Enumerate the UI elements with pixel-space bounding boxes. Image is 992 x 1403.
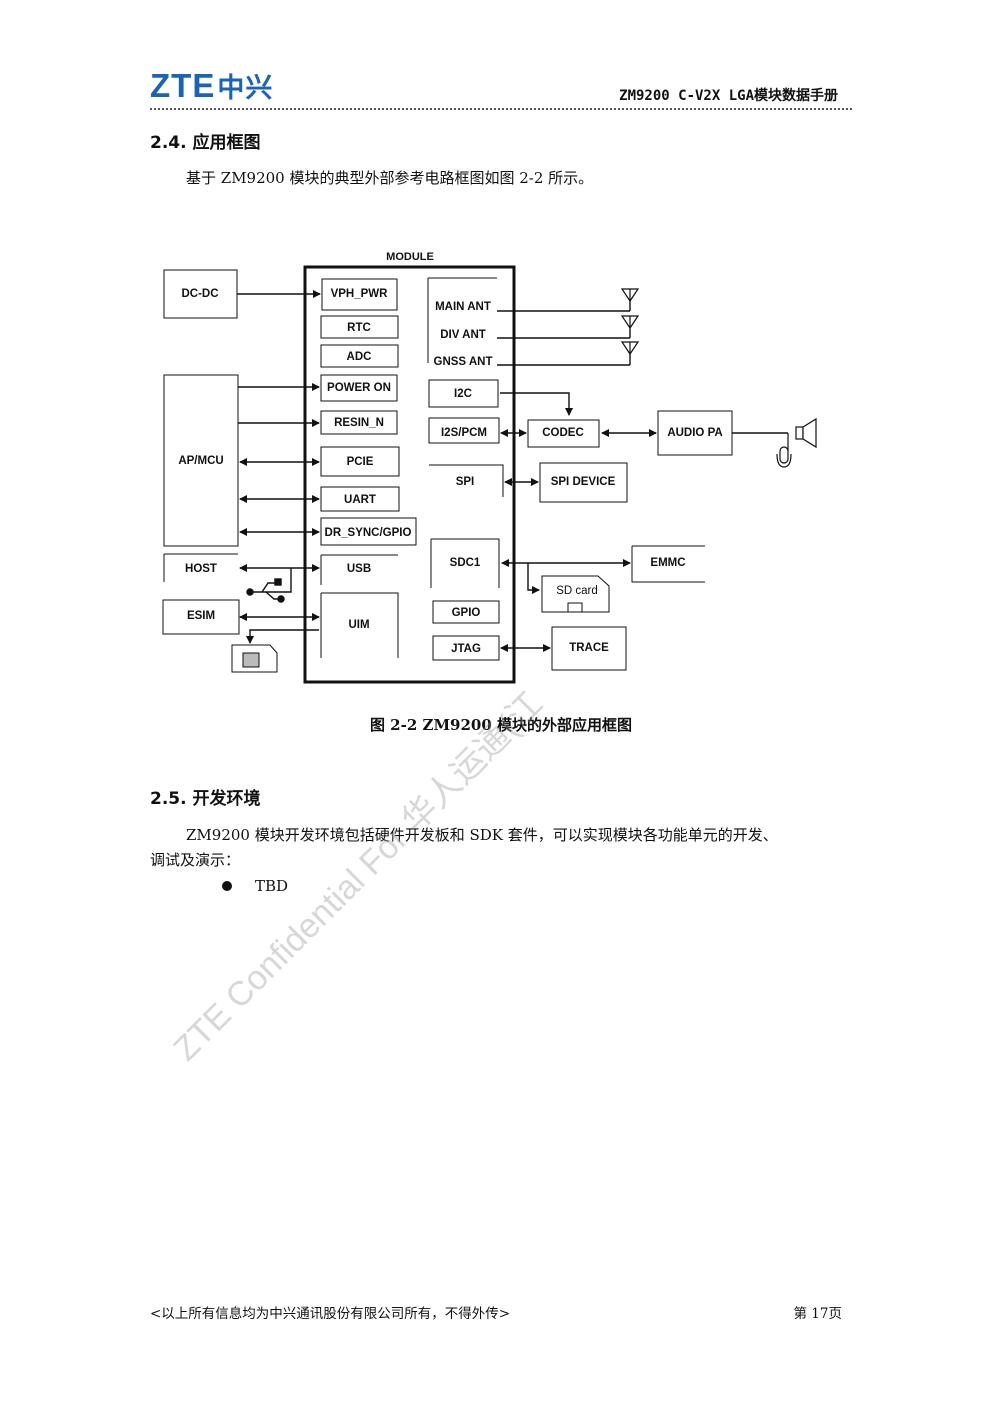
- page-number: 第 17页: [793, 1306, 842, 1322]
- section-2-5-para-line1: ZM9200 模块开发环境包括硬件开发板和 SDK 套件，可以实现模块各功能单元…: [186, 826, 778, 844]
- uim-label: UIM: [348, 619, 369, 631]
- audio-pa-label: AUDIO PA: [667, 427, 722, 439]
- confidential-watermark: ZTE Confidential For 华人运通(江: [166, 684, 550, 1069]
- antenna-icons: [620, 288, 640, 356]
- vph-pwr-label: VPH_PWR: [331, 288, 389, 300]
- spi-device-block: [539, 462, 628, 503]
- header-divider: [150, 108, 852, 110]
- sim-card-icon: [231, 644, 278, 673]
- document-title: ZM9200 C-V2X LGA模块数据手册: [619, 88, 838, 104]
- logo-text: ZTE: [150, 67, 216, 104]
- apmcu-block: [163, 374, 239, 547]
- i2c-label: I2C: [454, 388, 472, 400]
- esim-label: ESIM: [187, 610, 215, 622]
- section-2-5-para-line2: 调试及演示：: [150, 851, 241, 869]
- dr-sync-gpio-label: DR_SYNC/GPIO: [325, 527, 412, 539]
- emmc-label: EMMC: [650, 557, 685, 569]
- footer-notice: <以上所有信息均为中兴通讯股份有限公司所有，不得外传>: [150, 1306, 511, 1322]
- section-heading-2-4: 2.4. 应用框图: [150, 133, 261, 153]
- host-block: [163, 553, 238, 582]
- adc-label: ADC: [347, 351, 372, 363]
- main-ant-label: MAIN ANT: [435, 301, 491, 313]
- speaker-icon: [795, 426, 804, 440]
- power-on-label: POWER ON: [327, 382, 391, 394]
- spi-label: SPI: [456, 476, 475, 488]
- section-heading-2-5: 2.5. 开发环境: [150, 789, 261, 809]
- resin-n-label: RESIN_N: [334, 417, 384, 429]
- i2s-pcm-label: I2S/PCM: [441, 427, 487, 439]
- bullet-icon: [222, 881, 232, 891]
- module-label: MODULE: [386, 251, 434, 263]
- sd-card-label: SD card: [556, 585, 598, 597]
- usb-label: USB: [347, 563, 371, 575]
- apmcu-label: AP/MCU: [178, 455, 223, 467]
- trace-block: [551, 626, 627, 671]
- div-ant-label: DIV ANT: [440, 329, 486, 341]
- gpio-label: GPIO: [452, 607, 481, 619]
- host-label: HOST: [185, 563, 217, 575]
- rtc-label: RTC: [347, 322, 371, 334]
- trace-label: TRACE: [569, 642, 609, 654]
- zte-logo: ZTE中兴: [150, 68, 273, 107]
- jtag-label: JTAG: [451, 643, 481, 655]
- section-2-4-intro: 基于 ZM9200 模块的典型外部参考电路框图如图 2-2 所示。: [186, 169, 594, 187]
- logo-cn-text: 中兴: [217, 73, 274, 104]
- bullet-item: TBD: [255, 877, 289, 895]
- uart-label: UART: [344, 494, 376, 506]
- codec-label: CODEC: [542, 427, 584, 439]
- application-block-diagram: MODULE DC-DC AP/MCU HOST ESIM VPH_PWR RT…: [150, 245, 852, 695]
- microphone-icon: [779, 446, 789, 464]
- sd-card-block: [541, 575, 610, 613]
- spi-device-label: SPI DEVICE: [551, 476, 616, 488]
- figure-caption: 图 2-2 ZM9200 模块的外部应用框图: [369, 716, 633, 734]
- codec-block: [527, 419, 600, 448]
- gnss-ant-label: GNSS ANT: [434, 356, 493, 368]
- emmc-block: [631, 545, 705, 583]
- pcie-label: PCIE: [347, 456, 374, 468]
- dcdc-label: DC-DC: [181, 288, 218, 300]
- module-box: [303, 265, 516, 684]
- sdc1-label: SDC1: [450, 557, 481, 569]
